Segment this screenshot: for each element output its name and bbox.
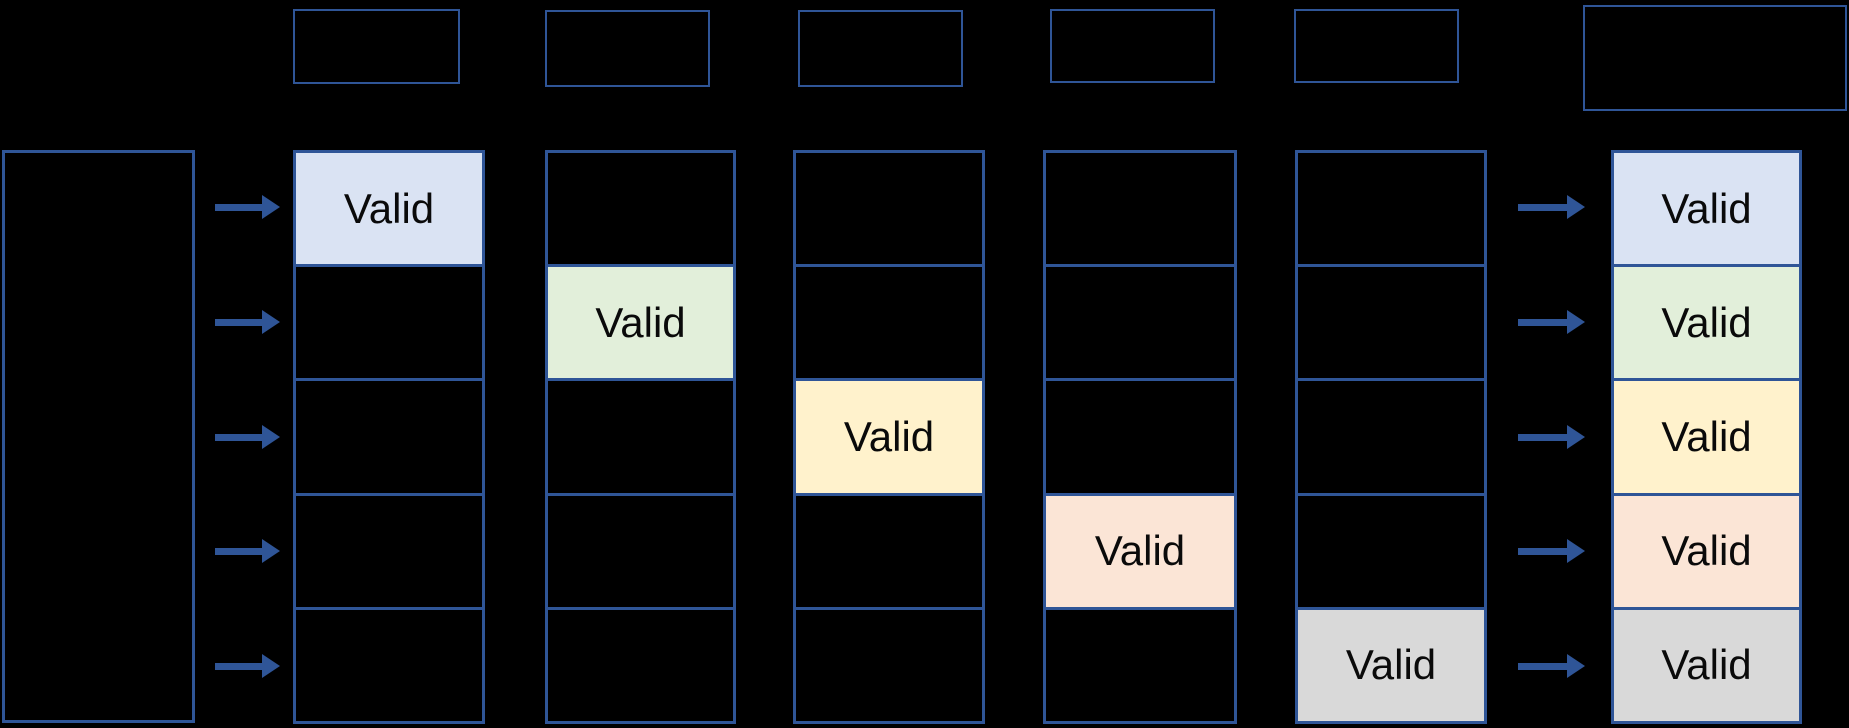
left-box — [2, 150, 195, 723]
arrow-right-row5-icon — [1518, 654, 1585, 678]
empty-cell — [1298, 492, 1484, 607]
empty-cell — [1298, 264, 1484, 378]
result-column: Valid Valid Valid Valid Valid — [1611, 150, 1802, 724]
empty-cell — [796, 153, 982, 264]
valid-cell: Valid — [1614, 492, 1799, 607]
empty-cell — [1046, 378, 1234, 492]
arrow-left-row1-icon — [215, 195, 280, 219]
column-2: Valid — [545, 150, 736, 724]
empty-cell — [548, 378, 733, 492]
arrow-left-row5-icon — [215, 654, 280, 678]
empty-cell — [1046, 606, 1234, 721]
empty-cell — [1298, 378, 1484, 492]
top-box-2 — [545, 10, 710, 87]
empty-cell — [796, 606, 982, 721]
arrow-left-row2-icon — [215, 310, 280, 334]
top-box-1 — [293, 9, 460, 84]
empty-cell — [548, 492, 733, 607]
valid-cell: Valid — [548, 264, 733, 379]
valid-cell: Valid — [1614, 264, 1799, 379]
valid-cell: Valid — [1046, 492, 1234, 607]
arrow-right-row2-icon — [1518, 310, 1585, 334]
arrow-left-row3-icon — [215, 425, 280, 449]
arrow-right-row1-icon — [1518, 195, 1585, 219]
column-1: Valid — [293, 150, 485, 724]
top-box-4 — [1050, 9, 1215, 83]
empty-cell — [796, 492, 982, 607]
column-3: Valid — [793, 150, 985, 724]
empty-cell — [1298, 153, 1484, 264]
empty-cell — [1046, 153, 1234, 264]
arrow-right-row3-icon — [1518, 425, 1585, 449]
valid-cell: Valid — [1614, 378, 1799, 493]
empty-cell — [1046, 264, 1234, 378]
valid-cell: Valid — [1298, 606, 1484, 722]
empty-cell — [296, 378, 482, 492]
empty-cell — [796, 264, 982, 378]
arrow-left-row4-icon — [215, 539, 280, 563]
top-box-3 — [798, 10, 963, 87]
empty-cell — [296, 606, 482, 721]
valid-cell: Valid — [296, 153, 482, 265]
empty-cell — [548, 153, 733, 264]
top-box-result — [1583, 5, 1847, 111]
empty-cell — [548, 606, 733, 721]
arrow-right-row4-icon — [1518, 539, 1585, 563]
top-box-5 — [1294, 9, 1459, 83]
valid-cell: Valid — [1614, 606, 1799, 722]
valid-cell: Valid — [796, 378, 982, 493]
valid-cell: Valid — [1614, 153, 1799, 265]
column-4: Valid — [1043, 150, 1237, 724]
empty-cell — [296, 492, 482, 607]
column-5: Valid — [1295, 150, 1487, 724]
empty-cell — [296, 264, 482, 378]
